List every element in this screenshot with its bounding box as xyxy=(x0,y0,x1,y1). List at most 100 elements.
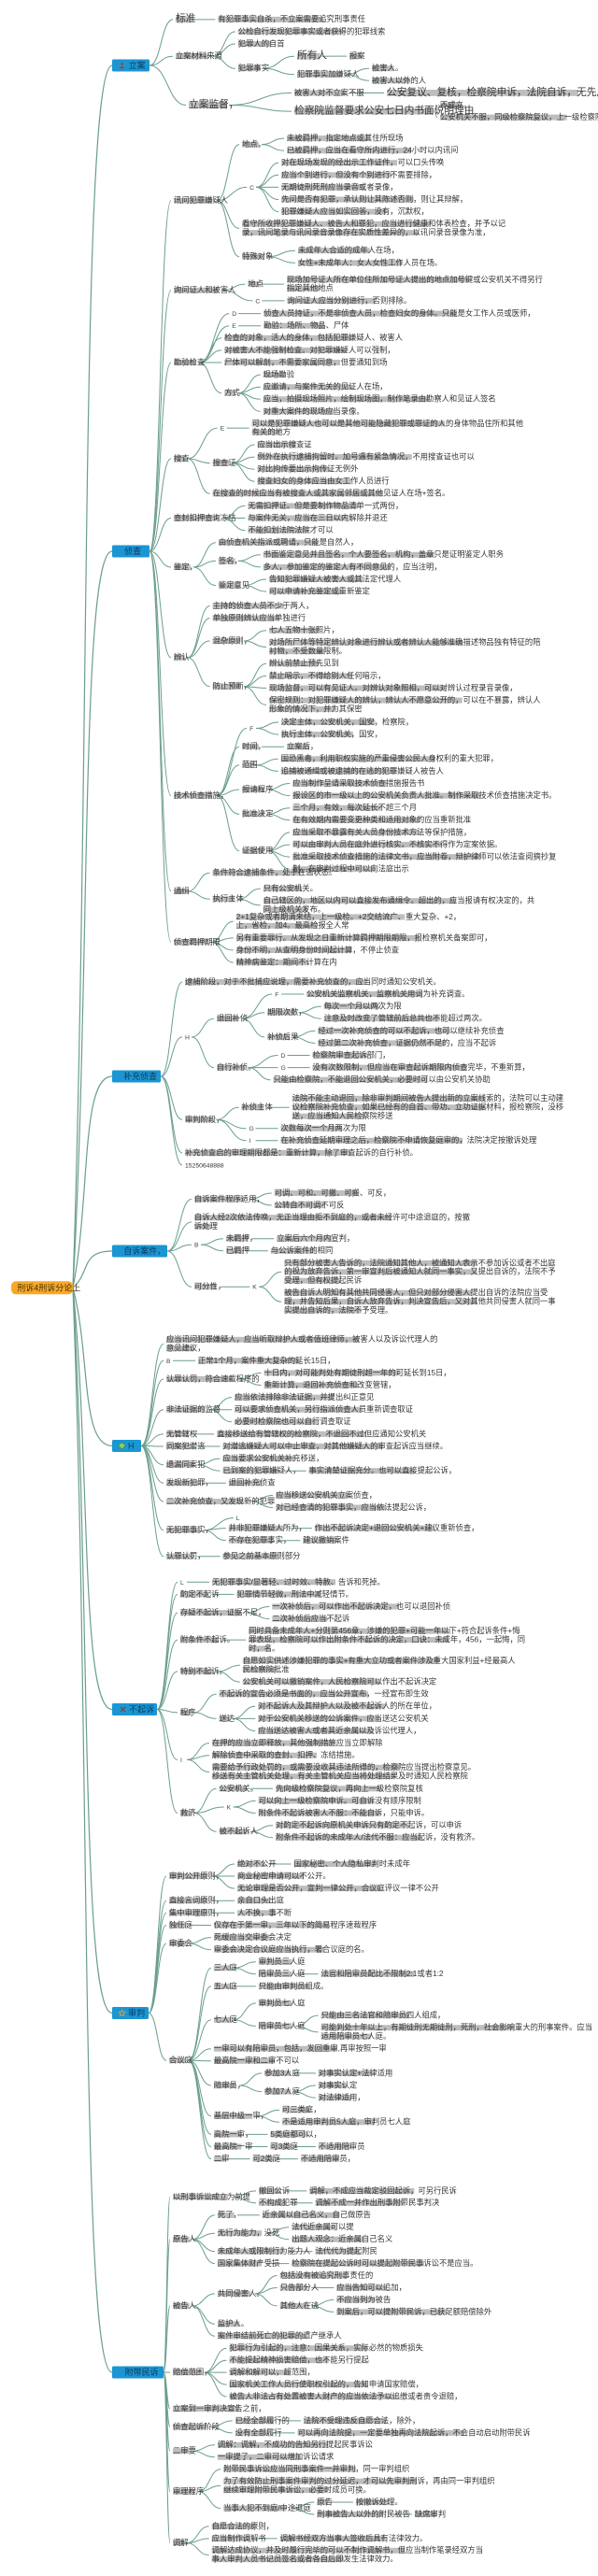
svg-text:自愿如实供述涉嫌犯罪的事实+有重大立功或者案件涉及重大国家利: 自愿如实供述涉嫌犯罪的事实+有重大立功或者案件涉及重大国家利益+经最高人 xyxy=(243,1656,516,1665)
svg-text:并非犯罪嫌疑人所为，: 并非犯罪嫌疑人所为， xyxy=(229,1523,306,1532)
svg-text:没有次数限制，但应当在审查起诉期限内侦查完毕，不重新算，: 没有次数限制，但应当在审查起诉期限内侦查完毕，不重新算， xyxy=(313,1062,530,1072)
svg-text:调解，不成应当裁定驳回起诉，可另行民诉: 调解，不成应当裁定驳回起诉，可另行民诉 xyxy=(309,2185,457,2195)
svg-text:监护人。: 监护人。 xyxy=(218,2319,249,2328)
svg-text:被害人。: 被害人。 xyxy=(372,64,403,73)
svg-text:批准决定: 批准决定 xyxy=(242,809,273,818)
svg-text:检察院审查起诉部门，: 检察院审查起诉部门， xyxy=(313,1050,391,1060)
svg-text:必要时检察院也可以自行调查取证: 必要时检察院也可以自行调查取证 xyxy=(235,1416,350,1426)
svg-text:可分性，: 可分性， xyxy=(194,1282,225,1291)
svg-text:检察院监督要求公安七日内书面说明理由: 检察院监督要求公安七日内书面说明理由 xyxy=(294,105,474,117)
svg-text:由侦查机关指派或聘请，只能是自然人，: 由侦查机关指派或聘请，只能是自然人， xyxy=(219,537,358,547)
svg-text:七人庭: 七人庭 xyxy=(214,2014,237,2024)
svg-text:调解不成一并作出刑事附带民事判决: 调解不成一并作出刑事附带民事判决 xyxy=(316,2198,440,2207)
svg-text:H: H xyxy=(128,1442,135,1451)
svg-text:包括没有被追究刑事责任的: 包括没有被追究刑事责任的 xyxy=(280,2270,374,2280)
svg-text:女性+未成年人：女人女性工作人员在场。: 女性+未成年人：女人女性工作人员在场。 xyxy=(298,258,442,267)
svg-text:应当出示搜查证: 应当出示搜查证 xyxy=(258,439,312,448)
svg-text:应当制作调解书: 应当制作调解书 xyxy=(212,2533,266,2542)
svg-text:在押的应当立即释放，其他强制措施应当立即解除: 在押的应当立即释放，其他强制措施应当立即解除 xyxy=(212,1738,383,1747)
svg-text:建议撤销案件: 建议撤销案件 xyxy=(303,1535,349,1544)
svg-text:公安机关可以撤销案件，人民检察院可以作出不起诉决定: 公安机关可以撤销案件，人民检察院可以作出不起诉决定 xyxy=(243,1677,436,1686)
svg-text:退回补充侦查: 退回补充侦查 xyxy=(229,1478,276,1487)
svg-text:应邀请，与案件无关的见证人在场，: 应邀请，与案件无关的见证人在场， xyxy=(263,382,388,391)
svg-text:七人五物十张照片，: 七人五物十张照片， xyxy=(269,625,339,634)
svg-text:程序: 程序 xyxy=(180,1707,196,1716)
svg-text:陪审员七人庭: 陪审员七人庭 xyxy=(259,2021,306,2030)
svg-text:应当移送公安机关立案侦查，: 应当移送公安机关立案侦查， xyxy=(276,1490,377,1500)
svg-text:可2类庭: 可2类庭 xyxy=(253,2154,281,2163)
svg-text:报请程序: 报请程序 xyxy=(242,785,273,794)
svg-text:决定主体，公安机关，国安，检察院，: 决定主体，公安机关，国安，检察院， xyxy=(281,717,413,726)
svg-text:不适用陪审员: 不适用陪审员 xyxy=(319,2142,365,2151)
svg-text:的视为放弃告诉，第一审宣判后被通知人就同一事实，又提出自诉的: 的视为放弃告诉，第一审宣判后被通知人就同一事实，又提出自诉的，法院不予 xyxy=(284,1267,555,1276)
svg-text:可以是犯罪嫌疑人也可以是其他可能隐藏犯罪或罪证的人的身体物品: 可以是犯罪嫌疑人也可以是其他可能隐藏犯罪或罪证的人的身体物品住所和其他 xyxy=(252,419,523,428)
svg-text:审委会决定合议庭应当执行，署合议庭的名。: 审委会决定合议庭应当执行，署合议庭的名。 xyxy=(214,1944,369,1954)
svg-text:缺席审判: 缺席审判 xyxy=(415,2509,446,2518)
svg-text:鉴定，: 鉴定， xyxy=(174,562,197,571)
svg-text:发现新犯罪，: 发现新犯罪， xyxy=(166,1478,213,1487)
svg-text:2+1复杂或者期满来结，上一级检。+2交结流广、重大复杂、+: 2+1复杂或者期满来结，上一级检。+2交结流广、重大复杂、+2， xyxy=(236,912,461,921)
svg-text:搜查: 搜查 xyxy=(174,453,190,463)
svg-text:被告人: 被告人 xyxy=(173,2300,196,2310)
svg-text:无论审理是否公开，宣判一律公开，合议庭评议一律不公开: 无论审理是否公开，宣判一律公开，合议庭评议一律不公开 xyxy=(237,1884,439,1893)
svg-text:已到案的犯罪嫌疑人，: 已到案的犯罪嫌疑人， xyxy=(223,1466,301,1475)
svg-text:自行补侦。: 自行补侦。 xyxy=(217,1062,256,1072)
svg-text:立案后六个月内宣判，: 立案后六个月内宣判， xyxy=(277,1233,354,1243)
svg-text:现场加号证人所在单位住所加号证人提出的地点加号键或公安机关不: 现场加号证人所在单位住所加号证人提出的地点加号键或公安机关不得另行 xyxy=(287,275,543,284)
svg-text:事实清楚证据充分。也可以直接提起公诉，: 事实清楚证据充分。也可以直接提起公诉， xyxy=(309,1466,457,1475)
svg-text:另有重要罪行。从发现之日重新计算羁押期限期限，报检察机关备案: 另有重要罪行。从发现之日重新计算羁押期限期限，报检察机关备案即可， xyxy=(236,932,492,942)
svg-text:应当讯问犯罪嫌疑人，应当听取辩护人或者值班律师，被害人以及诉: 应当讯问犯罪嫌疑人，应当听取辩护人或者值班律师，被害人以及诉讼代理人的 xyxy=(166,1334,437,1344)
svg-text:地点，: 地点， xyxy=(242,139,265,149)
svg-text:诉处理: 诉处理 xyxy=(194,1221,219,1231)
svg-text:在搜查的时候应当有被搜查人或其家属邻居或其他见证人在场+签名: 在搜查的时候应当有被搜查人或其家属邻居或其他见证人在场+签名。 xyxy=(213,489,450,498)
svg-text:审理程序: 审理程序 xyxy=(173,2486,204,2496)
svg-text:刑诉4刑诉分论上: 刑诉4刑诉分论上 xyxy=(17,1282,80,1292)
svg-text:送达: 送达 xyxy=(220,1714,235,1723)
svg-text:犯罪行为引起的，注意：因果关系，实际必然的物质损失: 犯罪行为引起的，注意：因果关系，实际必然的物质损失 xyxy=(230,2343,424,2353)
svg-text:参加7人庭: 参加7人庭 xyxy=(264,2086,300,2096)
svg-text:次数每次一个月两次为限: 次数每次一个月两次为限 xyxy=(281,1123,366,1132)
svg-text:死了，: 死了， xyxy=(218,2210,241,2219)
svg-text:尸体可以解剖，不需要家属同意，但要通知到场: 尸体可以解剖，不需要家属同意，但要通知到场 xyxy=(224,357,387,366)
svg-text:国家集体财产受损: 国家集体财产受损 xyxy=(218,2258,279,2268)
svg-text:人不换，事不断: 人不换，事不断 xyxy=(237,1908,292,1917)
svg-text:未被羁押，指定地点或其住所现场: 未被羁押，指定地点或其住所现场 xyxy=(287,134,403,143)
svg-text:三个月，有效，每次延长不超三个月: 三个月，有效，每次延长不超三个月 xyxy=(292,803,417,812)
svg-text:二次补充侦查，又发现新的犯罪: 二次补充侦查，又发现新的犯罪 xyxy=(166,1496,275,1505)
svg-text:公安机关。: 公安机关。 xyxy=(220,1784,259,1793)
svg-text:询问证人应当分别进行，否则排除。: 询问证人应当分别进行，否则排除。 xyxy=(287,295,411,305)
svg-text:移送有关主管机关处理，有关主管机关应当将处理结果及时通知人民: 移送有关主管机关处理，有关主管机关应当将处理结果及时通知人民检察院 xyxy=(212,1772,469,1781)
svg-text:书面鉴定意见并且签名，个人要签名，机构，盖章只是证明鉴定人职: 书面鉴定意见并且签名，个人要签名，机构，盖章只是证明鉴定人职务 xyxy=(263,549,504,559)
svg-text:指定其他地点: 指定其他地点 xyxy=(287,283,334,292)
svg-text:案件审结前死亡的犯罪的遗产继承人: 案件审结前死亡的犯罪的遗产继承人 xyxy=(218,2331,342,2341)
svg-text:应当要求公安机关补充移送，: 应当要求公安机关补充移送， xyxy=(223,1454,324,1463)
svg-text:时，名。: 时，名。 xyxy=(249,1644,279,1653)
svg-text:法院不受理违反自愿合法，除外，: 法院不受理违反自愿合法，除外， xyxy=(304,2415,420,2425)
svg-text:所有人: 所有人 xyxy=(297,50,327,62)
svg-text:被告自诉人明知有其他共同侵害人，但只对部分侵害人提出自诉的法: 被告自诉人明知有其他共同侵害人，但只对部分侵害人提出自诉的法院应当受 xyxy=(284,1288,548,1297)
svg-text:G: G xyxy=(281,1065,286,1072)
svg-text:商业秘密申请可以不公开。: 商业秘密申请可以不公开。 xyxy=(237,1872,331,1881)
svg-text:对在现场发现的经出示工作证件，可以口头传唤: 对在现场发现的经出示工作证件，可以口头传唤 xyxy=(281,158,444,167)
svg-text:勘验：场所、物品、尸体: 勘验：场所、物品、尸体 xyxy=(263,320,349,330)
svg-text:公安机关不服，同级检察院复议，上一级检察院复核: 公安机关不服，同级检察院复议，上一级检察院复核 xyxy=(440,112,598,121)
svg-text:审判阶段，: 审判阶段， xyxy=(185,1115,224,1124)
svg-text:退回补侦: 退回补侦 xyxy=(217,1014,248,1023)
svg-text:补侦主体: 补侦主体 xyxy=(242,1103,274,1112)
svg-text:5类庭都可以，: 5类庭都可以， xyxy=(270,2129,320,2139)
svg-text:到案后，可以提附带民诉，已获足额赔偿除外: 到案后，可以提附带民诉，已获足额赔偿除外 xyxy=(336,2307,492,2316)
svg-text:为了有效防止刑事案件审判的过分延迟，才可以先审判刑诉，再由同: 为了有效防止刑事案件审判的过分延迟，才可以先审判刑诉，再由同一审判组织 xyxy=(223,2476,494,2485)
svg-text:法院不能主动退回，除非审判期间被告人提出新的立案线索的，法院: 法院不能主动退回，除非审判期间被告人提出新的立案线索的，法院可以主动建 xyxy=(292,1093,563,1103)
svg-text:制，在审判过程中可以向法庭出示: 制，在审判过程中可以向法庭出示 xyxy=(292,864,408,874)
svg-text:讯问犯罪嫌疑人: 讯问犯罪嫌疑人 xyxy=(174,195,228,205)
svg-text:附条件不起诉。: 附条件不起诉。 xyxy=(180,1635,235,1644)
svg-text:标准: 标准 xyxy=(176,12,196,24)
svg-text:F: F xyxy=(275,992,278,999)
svg-text:需要给予行政处罚的，或需要没收其违法所得的，检察院应当提出检: 需要给予行政处罚的，或需要没收其违法所得的，检察院应当提出检察意见。 xyxy=(212,1762,476,1772)
svg-text:遗漏同案犯: 遗漏同案犯 xyxy=(166,1459,206,1469)
svg-text:应当告知可以追加，: 应当告知可以追加， xyxy=(336,2283,406,2292)
svg-text:E: E xyxy=(232,323,236,330)
svg-text:方式: 方式 xyxy=(224,388,240,397)
svg-text:有犯罪事实自杀，不立案需要追究刑事责任: 有犯罪事实自杀，不立案需要追究刑事责任 xyxy=(218,14,365,23)
svg-text:侦查: 侦查 xyxy=(124,546,141,556)
